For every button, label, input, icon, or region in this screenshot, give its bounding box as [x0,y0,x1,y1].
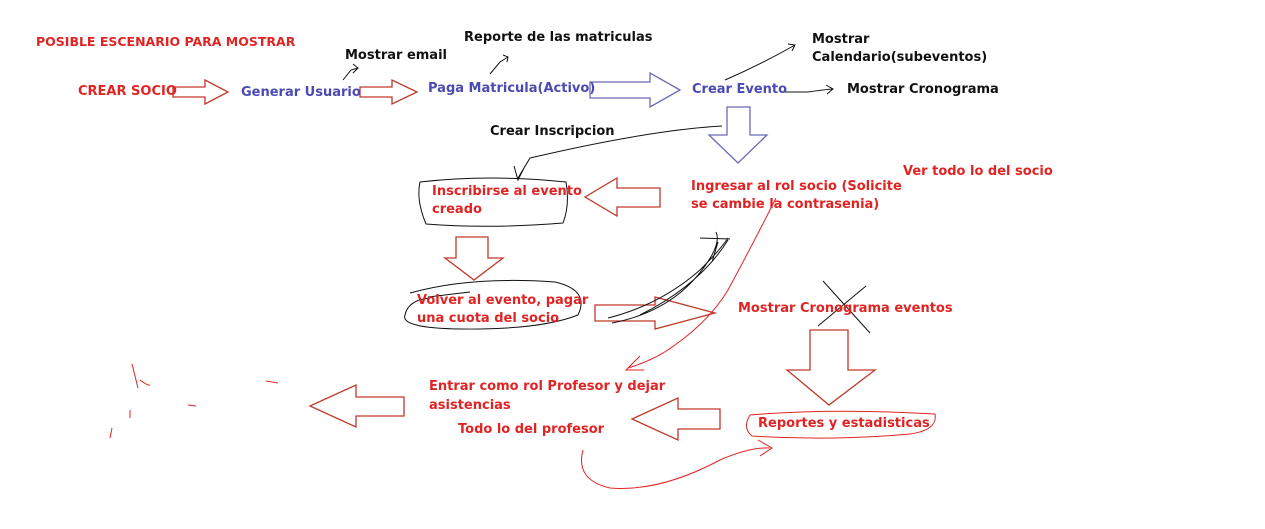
cross-volver [427,291,471,298]
arrow-usuario-to-matricula [359,78,419,106]
note-mostrar-calendario-2: Calendario(subeventos) [812,50,988,65]
note-mostrar-cronograma: Mostrar Cronograma [847,82,999,97]
node-rol-profesor-1: Entrar como rol Profesor y dejar [429,379,666,394]
arrow-socio-to-usuario [172,78,230,106]
note-mostrar-calendario-1: Mostrar [812,32,870,47]
note-mostrar-email: Mostrar email [345,48,447,63]
arrow-profesor-left [308,383,405,429]
node-mostrar-cronograma-eventos: Mostrar Cronograma eventos [738,301,953,316]
arrow-inscribirse-down [443,236,505,281]
scribble-inscribirse [418,177,568,227]
note-todo-profesor: Todo lo del profesor [458,422,605,437]
note-ver-todo-socio: Ver todo lo del socio [903,164,1053,179]
scribble-volver [404,279,582,330]
arrow-matricula-to-evento [589,71,682,109]
note-reporte-matriculas: Reporte de las matriculas [464,30,653,45]
scribble-reportes [746,410,936,439]
arrow-to-reporte-matriculas [489,54,509,75]
note-crear-inscripcion: Crear Inscripcion [490,124,615,139]
arrow-evento-down [707,106,769,164]
node-volver-evento-1: Volver al evento, pagar [417,293,589,308]
node-crear-socio: CREAR SOCIO [78,84,177,99]
arrow-to-calendario [724,43,796,81]
diagram-title: POSIBLE ESCENARIO PARA MOSTRAR [36,34,296,49]
curve-profesor-to-reportes [581,439,773,489]
arrow-inscribirse-from-ingresar [583,176,661,218]
node-crear-evento: Crear Evento [692,82,788,97]
node-inscribirse-2: creado [432,202,482,217]
node-ingresar-rol-socio-2: se cambie la contrasenia) [691,197,880,212]
curve-socio-to-profesor [624,197,777,371]
arrow-volver-to-cronograma [594,296,718,330]
node-rol-profesor-2: asistencias [429,398,511,413]
node-volver-evento-2: una cuota del socio [417,311,560,326]
node-generar-usuario: Generar Usuario [241,85,361,100]
cross-cronograma [817,280,871,334]
arrow-to-mostrar-email [342,63,359,81]
arrow-reportes-to-profesor [630,396,721,442]
arrow-to-cronograma [785,84,834,95]
node-paga-matricula: Paga Matricula(Activo) [428,81,596,96]
arrow-cronograma-down [785,329,877,406]
scribble-left-fragments [109,363,279,439]
node-reportes-estadisticas: Reportes y estadisticas [758,416,930,431]
scribble-upward [607,231,731,324]
node-inscribirse-1: Inscribirse al evento [432,184,582,199]
arrow-crear-inscripcion [513,125,723,182]
node-ingresar-rol-socio-1: Ingresar al rol socio (Solicite [691,179,902,194]
